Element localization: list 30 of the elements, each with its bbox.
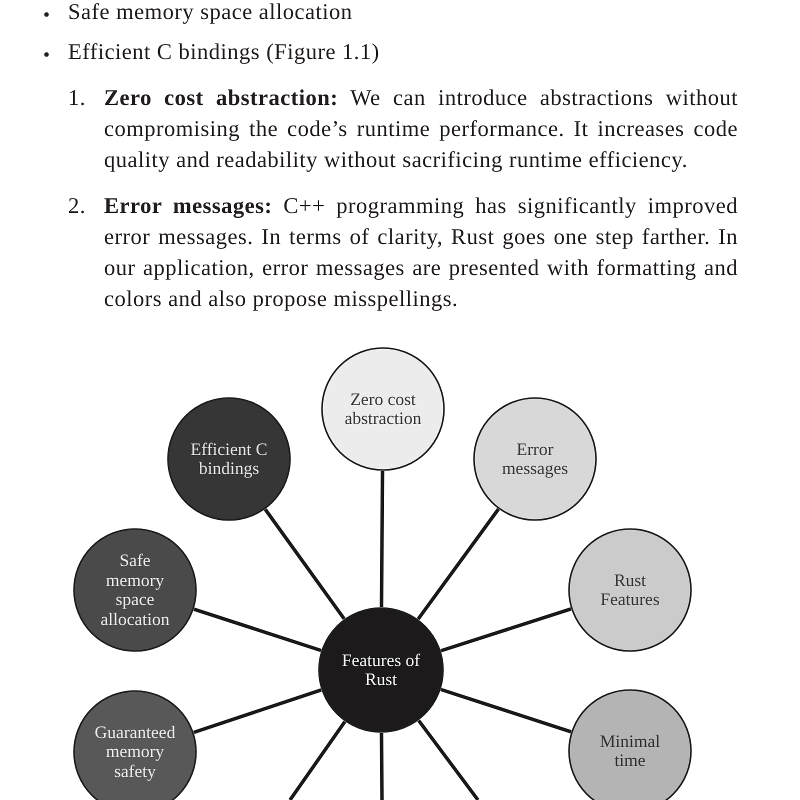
node-label: Zero cost abstraction [344, 390, 422, 428]
feature-circle [321, 347, 445, 471]
connector-line [193, 608, 322, 652]
feature-circle [73, 528, 197, 652]
feature-circle [167, 397, 291, 521]
node-label: Guaranteed memory safety [94, 722, 176, 782]
list-item-text: Safe memory space allocation [68, 0, 353, 26]
node-label: Minimal time [598, 732, 662, 770]
connector-line [417, 719, 480, 800]
list-number: 2. [68, 192, 87, 220]
list-number: 1. [68, 84, 87, 112]
node-label: Features of Rust [340, 650, 422, 690]
connector-line [380, 732, 384, 800]
feature-circle [568, 528, 692, 652]
connector-line [193, 688, 322, 734]
connector-line [440, 607, 572, 652]
node-label: Efficient C bindings [190, 440, 268, 478]
list-item-text: Efficient C bindings (Figure 1.1) [68, 38, 380, 66]
connector-line [440, 688, 572, 734]
connector-line [380, 470, 384, 608]
node-label: Error messages [500, 440, 570, 478]
feature-circle [318, 607, 444, 733]
paragraph: Zero cost abstraction: We can introduce abstractions without compromising the code’s runtime performance. It increases code quality and readability without sacrificing runtime efficiency. [104, 84, 738, 174]
connector-line [416, 508, 500, 620]
feature-circle [473, 397, 597, 521]
connector-line [288, 720, 346, 800]
paragraph: Error messages: C++ programming has significantly improved error messages. In terms of clarity, Rust goes one step farther. In our application, error messages are presented with formatting and colors and also propose misspellings. [104, 192, 738, 313]
node-label: Safe memory space allocation [99, 551, 170, 629]
node-label: Rust Features [599, 570, 661, 610]
connector-line [264, 508, 346, 620]
